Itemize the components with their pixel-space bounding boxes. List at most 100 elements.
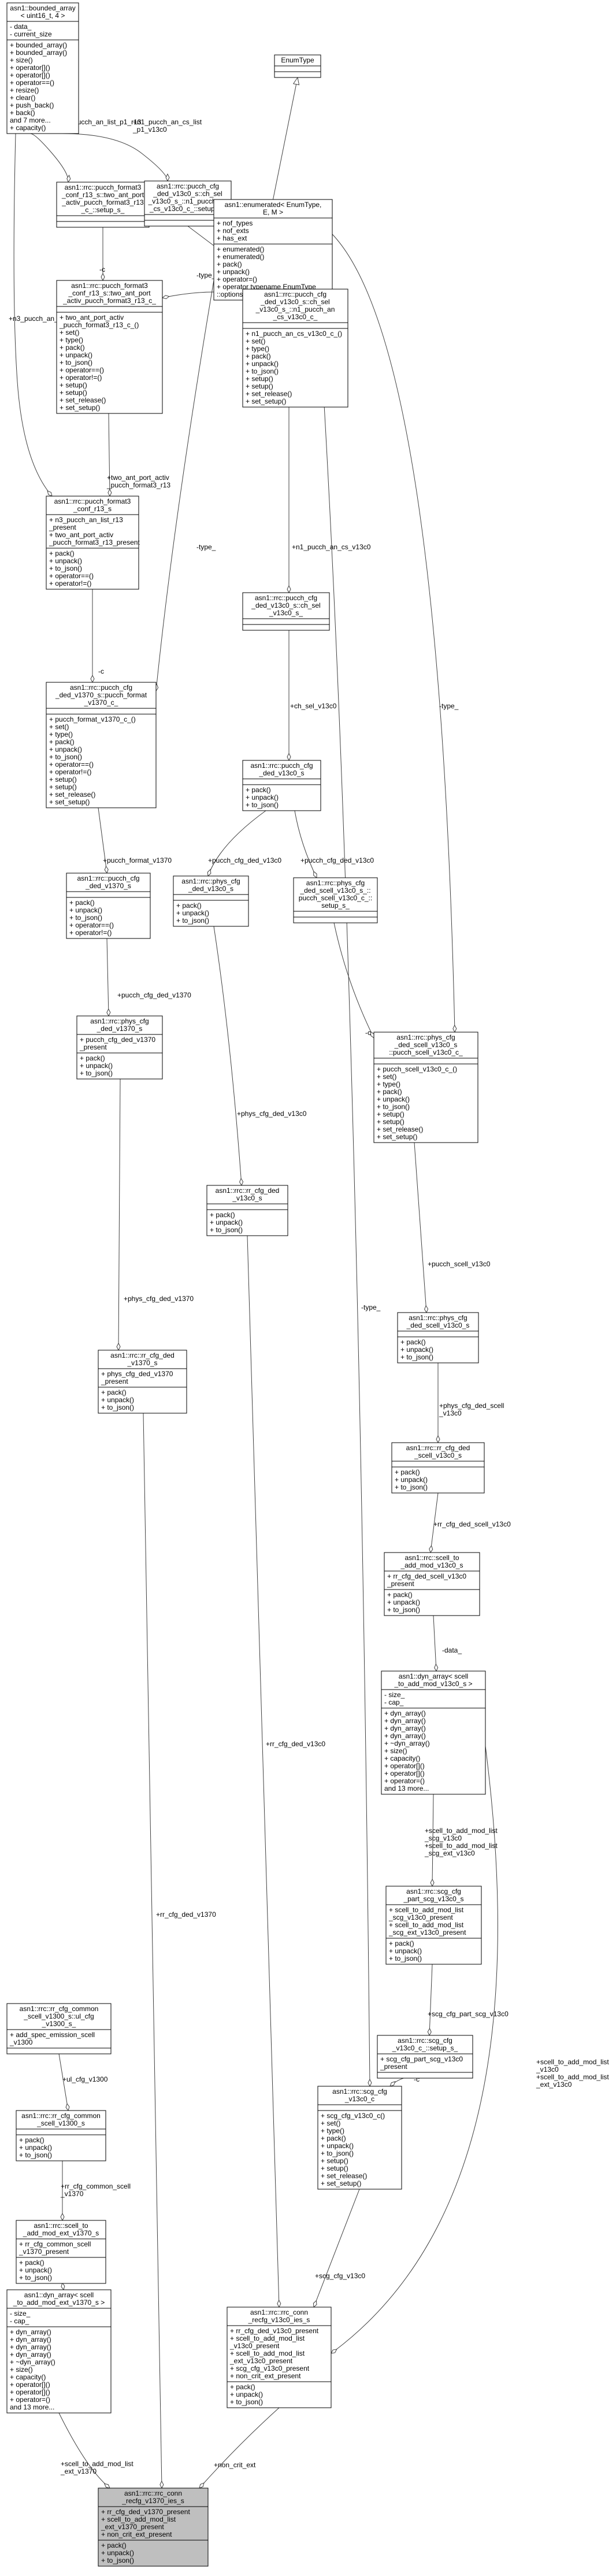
class-title-line: asn1::rrc::pucch_format3 <box>71 282 148 290</box>
class-node-dyn-array-ext-v1370[interactable]: asn1::dyn_array< scell_to_add_mod_ext_v1… <box>6 2289 112 2414</box>
class-method: + unpack() <box>246 793 279 801</box>
class-node-scg-cfg-part-scg-v13c0[interactable]: asn1::rrc::scg_cfg_part_scg_v13c0_s+ sce… <box>385 1886 482 1965</box>
class-attribute: _pucch_format3_r13_present <box>49 538 140 546</box>
class-node-enumerated[interactable]: asn1::enumerated< EnumType,E, M >+ nof_t… <box>213 199 333 301</box>
class-method: + pack() <box>101 1388 127 1396</box>
class-method: + bounded_array() <box>10 49 67 57</box>
class-attribute: _v1370_present <box>18 2248 69 2256</box>
class-node-pucch-cfg-ded-v13c0-ch-sel[interactable]: asn1::rrc::pucch_cfg_ded_v13c0_s::ch_sel… <box>242 592 330 631</box>
class-method: + resize() <box>10 86 39 94</box>
class-method: + setup() <box>49 775 77 783</box>
class-method: + pack() <box>321 2134 346 2142</box>
class-method: + set_release() <box>246 390 292 398</box>
class-node-scg-cfg-v13c0-setup[interactable]: asn1::rrc::scg_cfg_v13c0_c_::setup_s_+ s… <box>377 2035 473 2079</box>
class-title-line: _v13c0_c_::setup_s_ <box>392 2044 458 2052</box>
edge-label-n1-pucch-an-cs-list-p1-v13c0: +n1_pucch_an_cs_list <box>133 118 202 126</box>
class-node-scg-cfg-v13c0-c[interactable]: asn1::rrc::scg_cfg_v13c0_c+ scg_cfg_v13c… <box>317 2086 402 2190</box>
edge-phys-v13c0 <box>213 926 242 1185</box>
class-node-phys-cfg-ded-scell-v13c0-setup[interactable]: asn1::rrc::phys_cfg_ded_scell_v13c0_s_::… <box>293 877 378 923</box>
class-box <box>98 2488 209 2567</box>
class-method: + type() <box>49 730 73 738</box>
class-title-line: < uint16_t, 4 > <box>21 12 65 20</box>
edge-non-crit <box>199 2407 280 2488</box>
class-node-pucch-cfg-ded-v13c0[interactable]: asn1::rrc::pucch_cfg_ded_v13c0_s+ pack()… <box>242 760 321 811</box>
class-title-line: _v13c0_s_ <box>269 609 303 617</box>
class-box <box>46 682 157 808</box>
class-method: + to_json() <box>19 2274 52 2282</box>
class-method: and 13 more... <box>384 1784 429 1793</box>
class-box <box>242 760 321 811</box>
class-method: + to_json() <box>101 2556 134 2564</box>
edge-label-data: -data_ <box>442 1646 462 1654</box>
class-node-pucch-cfg-ded-v13c0-n1-c[interactable]: asn1::rrc::pucch_cfg_ded_v13c0_s::ch_sel… <box>242 289 348 408</box>
class-node-phys-cfg-ded-v1370[interactable]: asn1::rrc::phys_cfg_ded_v1370_s+ pucch_c… <box>76 1015 163 1080</box>
class-title-line: _ded_v1370_s <box>85 882 131 890</box>
class-node-rr-cfg-ded-v1370[interactable]: asn1::rrc::rr_cfg_ded_v1370_s+ phys_cfg_… <box>98 1350 187 1414</box>
edge-n1-p1 <box>58 133 168 181</box>
class-method: + type() <box>377 1080 400 1088</box>
class-node-ue-cfg-common-scell-v1300[interactable]: asn1::rrc::rr_cfg_common_scell_v1300_s::… <box>6 2003 112 2054</box>
class-node-phys-cfg-ded-v13c0[interactable]: asn1::rrc::phys_cfg_ded_v13c0_s+ pack()+… <box>173 875 249 927</box>
class-method: + setup() <box>246 382 273 390</box>
class-node-enum-type[interactable]: EnumType <box>274 54 321 78</box>
class-method: + dyn_array() <box>384 1724 426 1732</box>
class-box <box>227 2307 332 2408</box>
class-node-pucch-cfg-ded-v1370-pucch-format-c[interactable]: asn1::rrc::pucch_cfg_ded_v1370_s::pucch_… <box>46 682 157 808</box>
edge-label-non-crit-ext: +non_crit_ext <box>214 2461 256 2469</box>
class-title-line: _ded_scell_v13c0_s <box>394 1041 458 1049</box>
class-method: + to_json() <box>400 1353 433 1361</box>
class-node-rrc-conn-recfg-v13c0[interactable]: asn1::rrc::rrc_conn_recfg_v13c0_ies_s+ r… <box>227 2307 332 2408</box>
class-method: and 13 more... <box>10 2403 54 2411</box>
class-title-line: asn1::rrc::pucch_cfg <box>77 874 139 882</box>
class-method: + unpack() <box>60 351 92 359</box>
class-node-dyn-array-v13c0[interactable]: asn1::dyn_array< scell_to_add_mod_v13c0_… <box>381 1670 486 1795</box>
class-method: + set_setup() <box>49 798 90 806</box>
class-method: + unpack() <box>395 1476 428 1484</box>
class-method: + ~dyn_array() <box>384 1739 430 1747</box>
edge-label-rr-cfg-common-scell-v1370: +rr_cfg_common_scell <box>61 2182 131 2190</box>
class-node-phys-cfg-ded-scell-v13c0-c[interactable]: asn1::rrc::phys_cfg_ded_scell_v13c0_s::p… <box>373 1032 478 1143</box>
class-method: + pack() <box>400 1338 426 1346</box>
class-node-bounded-array[interactable]: asn1::bounded_array< uint16_t, 4 >- data… <box>6 2 79 134</box>
class-node-pucch-format3-conf-r13[interactable]: asn1::rrc::pucch_format3_conf_r13_s+ n3_… <box>46 496 140 590</box>
edge-label-type: -type_ <box>196 271 216 279</box>
class-title-line: asn1::rrc::pucch_cfg <box>255 594 317 602</box>
class-method: + pack() <box>60 343 85 352</box>
class-method: + dyn_array() <box>384 1732 426 1740</box>
class-method: + ~dyn_array() <box>10 2358 55 2366</box>
edge-label-scg-cfg-v13c0: +scg_cfg_v13c0 <box>315 2272 365 2280</box>
class-attribute: + phys_cfg_ded_v1370 <box>101 1370 173 1378</box>
edge-label-type: -type_ <box>439 702 459 710</box>
class-method: _pucch_format3_r13_c_() <box>59 321 139 329</box>
edge-label-ul-cfg-v1300: +ul_cfg_v1300 <box>62 2075 108 2083</box>
class-node-rrc-conn-recfg-v1370[interactable]: asn1::rrc::rrc_conn_recfg_v1370_ies_s+ r… <box>98 2488 209 2567</box>
class-method: + to_json() <box>389 1954 422 1963</box>
class-box <box>317 2086 402 2190</box>
class-method: + set_setup() <box>321 2179 361 2187</box>
class-box <box>46 496 139 590</box>
edge-phys-v1370 <box>118 1078 120 1350</box>
edge-label-pucch-cfg-ded-v1370: +pucch_cfg_ded_v1370 <box>117 991 191 999</box>
class-node-rr-cfg-ded-scell-v13c0[interactable]: asn1::rrc::rr_cfg_ded_scell_v13c0_s+ pac… <box>391 1442 485 1494</box>
class-title-line: _conf_r13_s::two_ant_port <box>68 289 151 297</box>
class-box <box>6 2 79 134</box>
class-method: + operator[]() <box>10 2388 50 2396</box>
class-node-pucch-format3-two-ant[interactable]: asn1::rrc::pucch_format3_conf_r13_s::two… <box>56 182 150 228</box>
class-node-pucch-cfg-ded-v1370[interactable]: asn1::rrc::pucch_cfg_ded_v1370_s+ pack()… <box>66 873 151 939</box>
edge-label-type: -type_ <box>361 1303 381 1311</box>
edge-label-n1-pucch-an-cs-v13c0: +n1_pucch_an_cs_v13c0 <box>292 543 371 551</box>
edge-n3 <box>13 133 52 496</box>
class-method: + dyn_array() <box>384 1717 426 1725</box>
edge-label-phys-cfg-ded-scell-v13c0: _v13c0 <box>439 1409 462 1417</box>
class-node-scell-to-add-mod-v13c0[interactable]: asn1::rrc::scell_to_add_mod_v13c0_s+ rr_… <box>384 1552 480 1616</box>
class-method: + capacity() <box>10 124 46 132</box>
class-method: + back() <box>10 109 35 117</box>
class-title-line: _v13c0_s <box>232 1194 262 1202</box>
edge-scell-ext-v1370 <box>58 2412 110 2488</box>
class-node-pucch-format3-two-ant-c[interactable]: asn1::rrc::pucch_format3_conf_r13_s::two… <box>56 280 163 414</box>
class-method: + size() <box>384 1747 407 1755</box>
class-node-scell-to-add-mod-ext-v1370[interactable]: asn1::rrc::scell_to_add_mod_ext_v1370_s+… <box>16 2220 106 2284</box>
class-node-rr-cfg-common-scell-v1300[interactable]: asn1::rrc::rr_cfg_common_scell_v1300_s+ … <box>16 2110 106 2161</box>
class-node-rr-cfg-ded-v13c0[interactable]: asn1::rrc::rr_cfg_ded_v13c0_s+ pack()+ u… <box>206 1185 288 1236</box>
class-node-phys-cfg-ded-scell-v13c0[interactable]: asn1::rrc::phys_cfg_ded_scell_v13c0_s+ p… <box>397 1312 479 1363</box>
